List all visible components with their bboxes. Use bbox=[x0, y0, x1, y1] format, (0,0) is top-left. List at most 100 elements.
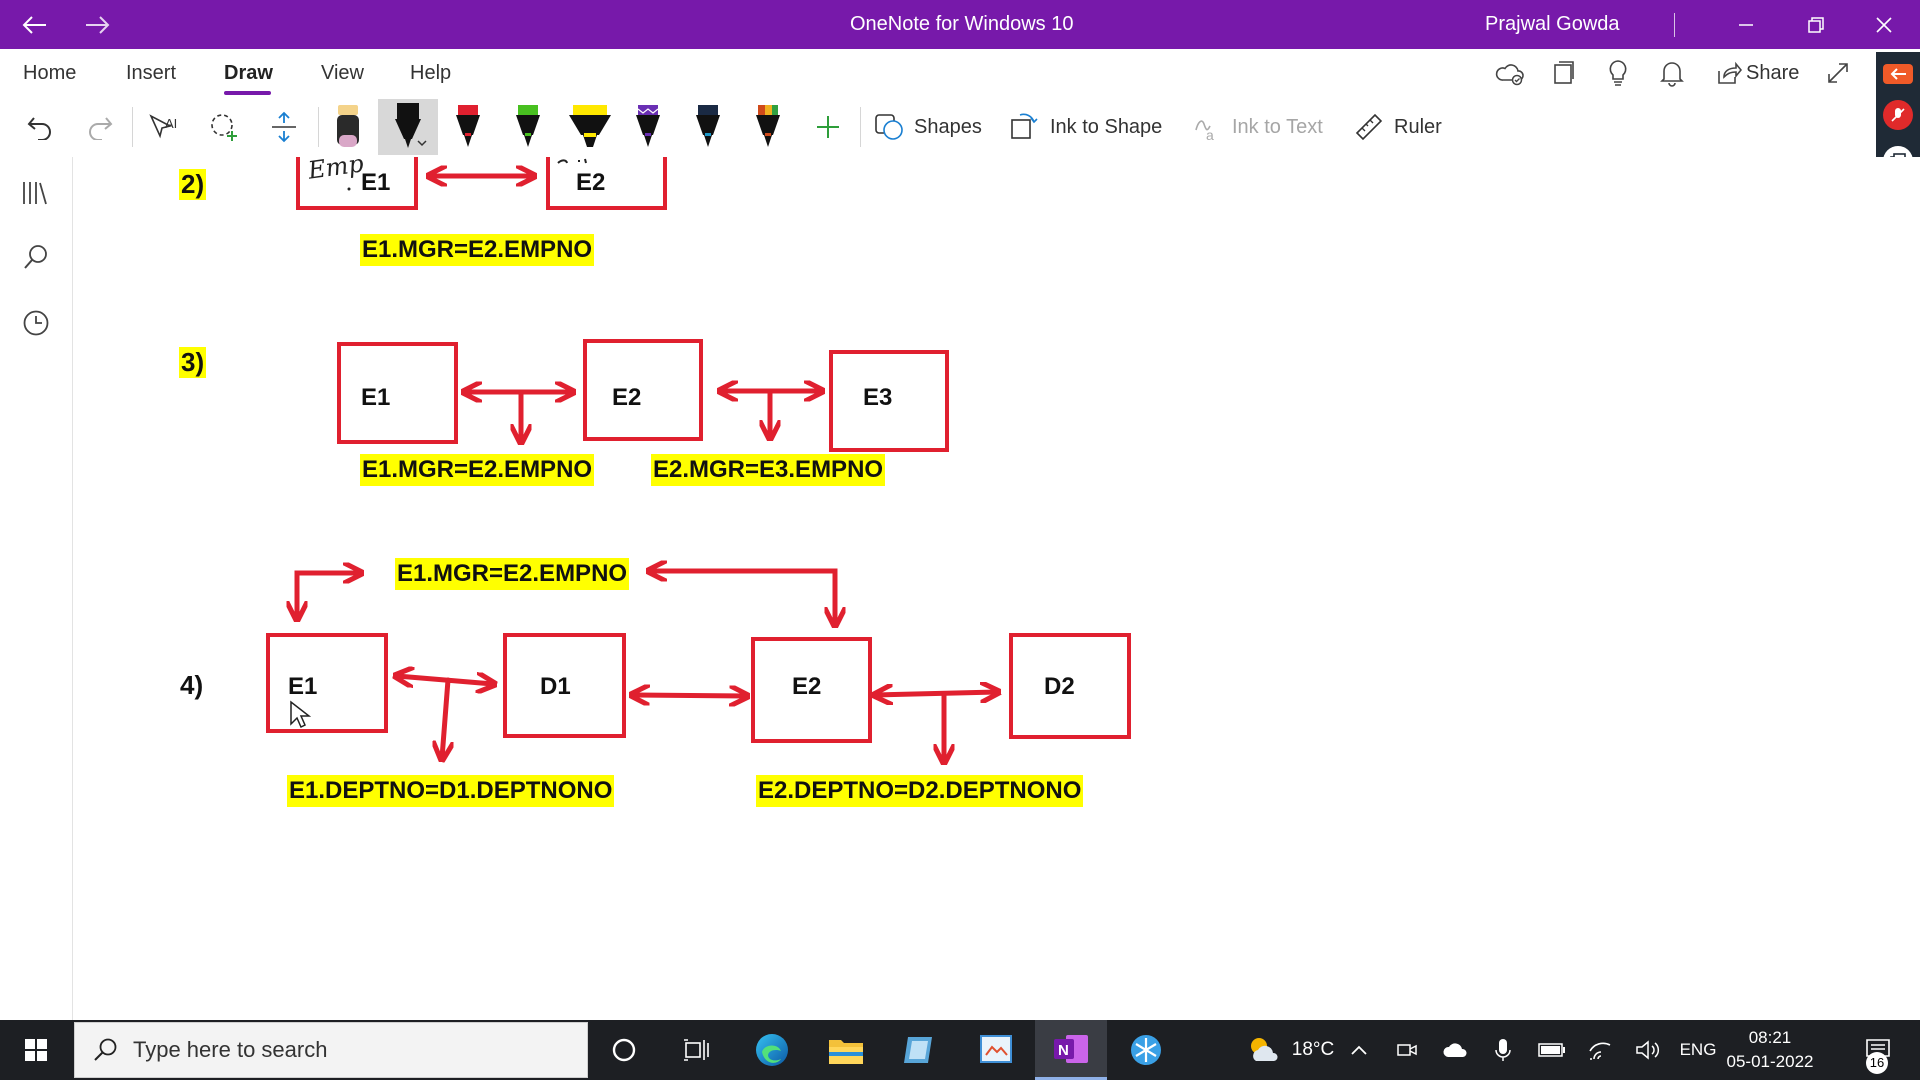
handwriting-dot bbox=[347, 187, 351, 191]
volume-control[interactable] bbox=[1632, 1020, 1664, 1080]
mute-mic-button[interactable] bbox=[1883, 100, 1913, 130]
onedrive-button[interactable] bbox=[1440, 1020, 1470, 1080]
eraser-tool[interactable] bbox=[328, 101, 368, 153]
highlighter-yellow[interactable] bbox=[566, 101, 614, 153]
taskbar-edge[interactable] bbox=[736, 1020, 808, 1080]
pen-green-icon bbox=[516, 105, 540, 147]
s3-condition-1: E1.MGR=E2.EMPNO bbox=[360, 454, 595, 486]
s4-arrow-e2-d2 bbox=[876, 692, 997, 695]
ink-to-shape-button[interactable]: Ink to Shape bbox=[1010, 101, 1162, 153]
restore-button[interactable] bbox=[1788, 0, 1844, 49]
s4-box-d1 bbox=[503, 633, 626, 738]
pen-galaxy-icon bbox=[756, 105, 780, 147]
s4-label-d1: D1 bbox=[540, 673, 571, 700]
partly-cloudy-icon bbox=[1250, 1038, 1278, 1061]
type-select-tool[interactable]: AI bbox=[144, 101, 184, 153]
show-hidden-icons-button[interactable] bbox=[1344, 1020, 1374, 1080]
pen-red[interactable] bbox=[448, 101, 488, 153]
cortana-button[interactable] bbox=[588, 1020, 660, 1080]
s4-label-d2: D2 bbox=[1044, 673, 1075, 700]
tab-home[interactable]: Home bbox=[23, 62, 77, 84]
weather-widget[interactable]: 18°C bbox=[1225, 1020, 1355, 1080]
pen-galaxy[interactable] bbox=[748, 101, 788, 153]
s4-condition-right: E2.DEPTNO=D2.DEPTNONO bbox=[756, 775, 1084, 807]
forward-button[interactable] bbox=[70, 0, 126, 49]
taskbar: Type here to search N 18°C bbox=[0, 1020, 1920, 1080]
taskbar-app-whiteboard[interactable] bbox=[960, 1020, 1032, 1080]
window-title: OneNote for Windows 10 bbox=[850, 13, 1074, 35]
ink-drawing bbox=[73, 158, 1920, 1020]
s4-condition-top: E1.MGR=E2.EMPNO bbox=[395, 558, 630, 590]
shapes-button[interactable]: Shapes bbox=[874, 101, 982, 153]
user-name[interactable]: Prajwal Gowda bbox=[1485, 13, 1620, 35]
back-button[interactable] bbox=[6, 0, 62, 49]
shapes-label: Shapes bbox=[914, 115, 982, 138]
notifications-button[interactable] bbox=[1654, 55, 1690, 91]
clock-icon bbox=[23, 310, 49, 336]
undo-button[interactable] bbox=[20, 101, 60, 153]
pen-green[interactable] bbox=[508, 101, 548, 153]
toolbar-separator bbox=[860, 107, 861, 147]
search-button[interactable] bbox=[18, 239, 54, 275]
s4-arrow-e2-top bbox=[650, 571, 835, 624]
snowflake-app-icon bbox=[1131, 1035, 1161, 1065]
taskbar-search-box[interactable]: Type here to search bbox=[74, 1022, 588, 1078]
toolbar-separator bbox=[318, 107, 319, 147]
pages-icon bbox=[1554, 61, 1574, 84]
s4-arrow-d1-e2 bbox=[633, 695, 746, 696]
arrow-left-icon bbox=[22, 15, 46, 34]
minimize-button[interactable] bbox=[1718, 0, 1774, 49]
fullscreen-button[interactable] bbox=[1820, 55, 1856, 91]
tab-view[interactable]: View bbox=[321, 62, 364, 84]
sketch-app-icon bbox=[904, 1037, 932, 1063]
start-button[interactable] bbox=[0, 1020, 72, 1080]
notebooks-button[interactable] bbox=[18, 175, 54, 211]
battery-indicator[interactable] bbox=[1536, 1020, 1568, 1080]
taskbar-onenote[interactable]: N bbox=[1035, 1020, 1107, 1080]
section-number-4: 4) bbox=[180, 670, 204, 700]
taskbar-file-explorer[interactable] bbox=[810, 1020, 882, 1080]
clock[interactable]: 08:21 05-01-2022 bbox=[1720, 1026, 1820, 1074]
redo-button[interactable] bbox=[80, 101, 120, 153]
pen-teal[interactable] bbox=[688, 101, 728, 153]
share-label[interactable]: Share bbox=[1746, 62, 1800, 84]
pen-purple[interactable] bbox=[628, 101, 668, 153]
sync-status-button[interactable] bbox=[1492, 55, 1528, 91]
microphone-button[interactable] bbox=[1488, 1020, 1518, 1080]
navigation-rail bbox=[0, 157, 73, 1020]
camera-icon bbox=[1397, 1044, 1417, 1056]
expand-icon bbox=[1828, 63, 1848, 83]
meet-now-button[interactable] bbox=[1392, 1020, 1422, 1080]
ink-to-text-button[interactable]: a Ink to Text bbox=[1192, 101, 1323, 153]
close-button[interactable] bbox=[1856, 0, 1912, 49]
cortana-icon bbox=[612, 1038, 636, 1062]
section-number-3: 3) bbox=[179, 347, 207, 378]
tell-me-button[interactable] bbox=[1600, 55, 1636, 91]
title-separator bbox=[1674, 13, 1675, 37]
search-icon bbox=[94, 1038, 117, 1061]
tab-draw[interactable]: Draw bbox=[224, 62, 273, 84]
add-pen-button[interactable] bbox=[808, 101, 848, 153]
network-indicator[interactable] bbox=[1584, 1020, 1616, 1080]
taskbar-app-sketch[interactable] bbox=[884, 1020, 956, 1080]
recent-notes-button[interactable] bbox=[18, 305, 54, 341]
pen-black-selected[interactable] bbox=[378, 99, 438, 155]
lasso-select-tool[interactable] bbox=[204, 101, 244, 153]
share-button[interactable] bbox=[1711, 55, 1747, 91]
task-view-button[interactable] bbox=[660, 1020, 732, 1080]
svg-text:AI: AI bbox=[165, 116, 177, 131]
note-canvas[interactable]: 2) Emp E1 E2 E1.MGR=E2.EMPNO 3) E1 E2 E3… bbox=[73, 157, 1920, 1020]
add-space-tool[interactable] bbox=[264, 101, 304, 153]
taskbar-app-snowflake[interactable] bbox=[1110, 1020, 1182, 1080]
s2-label-e2: E2 bbox=[576, 169, 606, 196]
tab-insert[interactable]: Insert bbox=[126, 62, 177, 84]
close-icon bbox=[1876, 16, 1892, 33]
language-indicator[interactable]: ENG bbox=[1679, 1040, 1717, 1059]
ruler-button[interactable]: Ruler bbox=[1354, 101, 1442, 153]
s3-label-e3: E3 bbox=[863, 384, 893, 411]
collapse-panel-button[interactable] bbox=[1883, 64, 1913, 84]
ink-to-text-icon: a bbox=[1195, 120, 1214, 142]
tab-help[interactable]: Help bbox=[410, 62, 452, 84]
s3-condition-2: E2.MGR=E3.EMPNO bbox=[651, 454, 886, 486]
page-view-button[interactable] bbox=[1546, 55, 1582, 91]
